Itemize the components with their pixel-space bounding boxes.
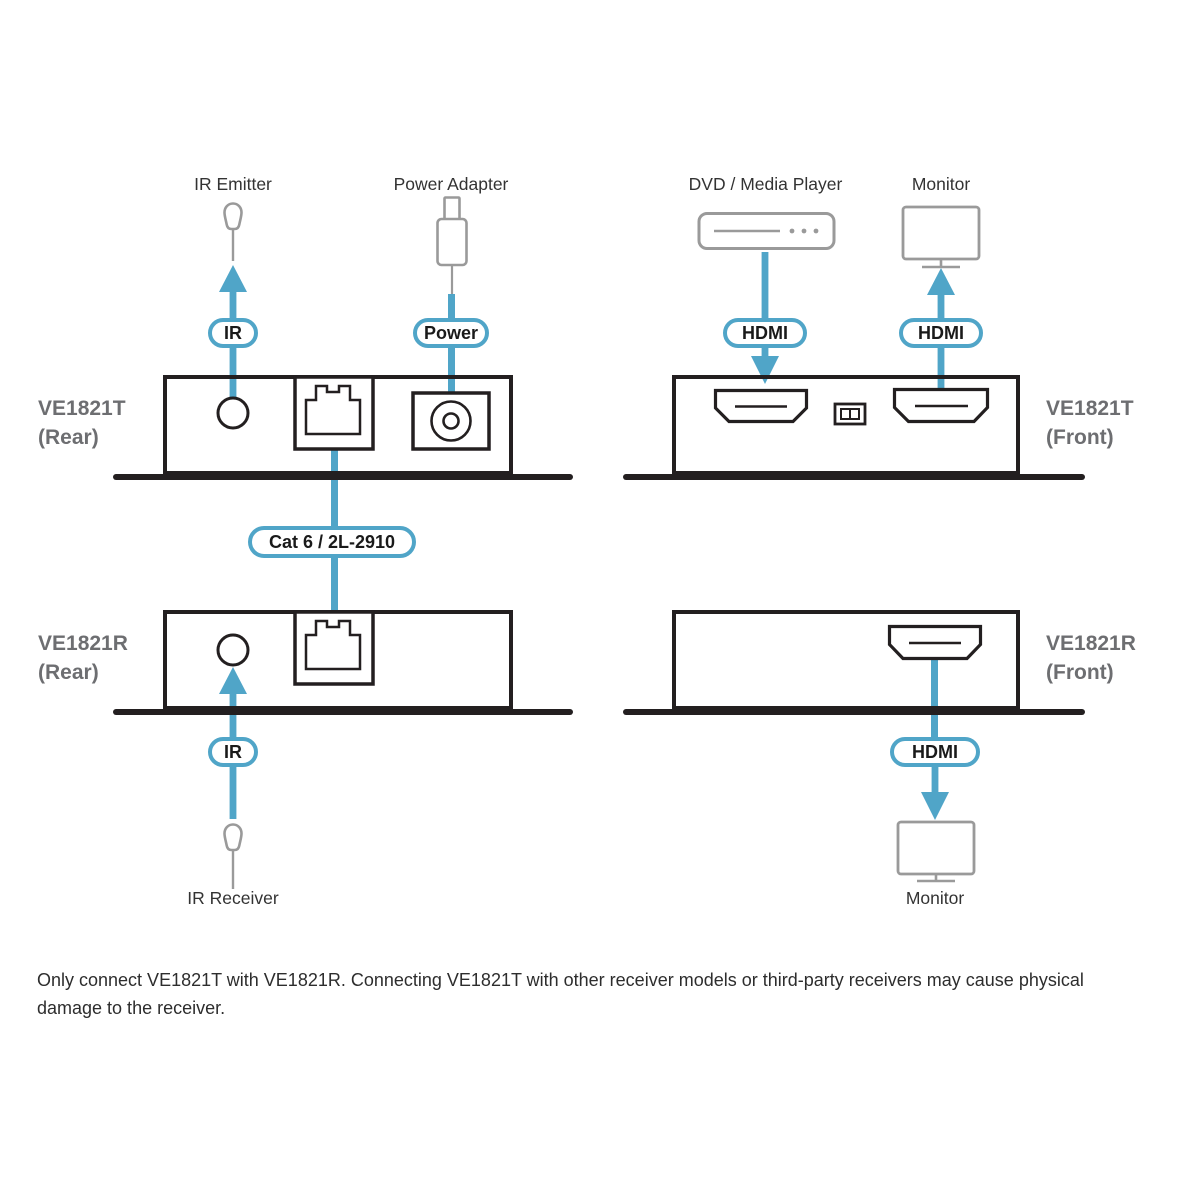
monitor-top-label: Monitor [911,174,971,194]
dvd-player-icon [697,212,836,250]
model-name: VE1821T [38,397,126,420]
ve1821t-rear-label: VE1821T (Rear) [38,394,126,452]
ve1821r-front-label: VE1821R (Front) [1046,629,1136,687]
panel-view: (Front) [1046,426,1114,449]
panel-view: (Front) [1046,661,1114,684]
monitor-bottom-icon [896,820,976,883]
ve1821r-rear-label: VE1821R (Rear) [38,629,128,687]
ir-emitter-label: IR Emitter [194,174,272,194]
dc-power-jack [411,391,491,451]
cat6-badge: Cat 6 / 2L-2910 [248,526,416,558]
ir-badge-top: IR [208,318,258,348]
model-name: VE1821R [38,632,128,655]
ir-badge-bottom: IR [208,737,258,767]
power-badge: Power [413,318,489,348]
ve1821t-front-panel [672,375,1020,475]
power-adapter-icon [436,196,468,294]
monitor-top-icon [901,205,981,269]
hdmi-in-port [713,388,809,424]
hdmi-out-port [892,387,990,424]
panel-view: (Rear) [38,661,99,684]
ve1821r-rear-baseline [113,709,573,715]
model-name: VE1821T [1046,397,1134,420]
hdmi-source-arrow [751,252,779,384]
ir-port-r [216,633,250,667]
ve1821r-front-baseline [623,709,1085,715]
note-text: Only connect VE1821T with VE1821R. Conne… [37,970,1084,1018]
ir-port-t [216,396,250,430]
hdmi-out-port-r [887,624,983,661]
ve1821r-front-panel [672,610,1020,710]
dvd-media-player-label: DVD / Media Player [688,174,843,194]
rj45-port-t [293,375,375,451]
model-name: VE1821R [1046,632,1136,655]
hdmi-display-bottom-badge: HDMI [890,737,980,767]
monitor-bottom-label: Monitor [905,888,965,908]
mode-switch [833,402,867,426]
hdmi-display-top-badge: HDMI [899,318,983,348]
ve1821t-rear-baseline [113,474,573,480]
power-adapter-label: Power Adapter [393,174,509,194]
hdmi-display-bottom-arrow [921,764,949,820]
ir-receiver-label: IR Receiver [187,888,279,908]
ir-receiver-icon [223,823,243,889]
rj45-port-r [293,610,375,686]
ve1821t-front-baseline [623,474,1085,480]
panel-view: (Rear) [38,426,99,449]
hdmi-source-badge: HDMI [723,318,807,348]
ve1821t-front-label: VE1821T (Front) [1046,394,1134,452]
ir-emitter-icon [223,202,243,261]
